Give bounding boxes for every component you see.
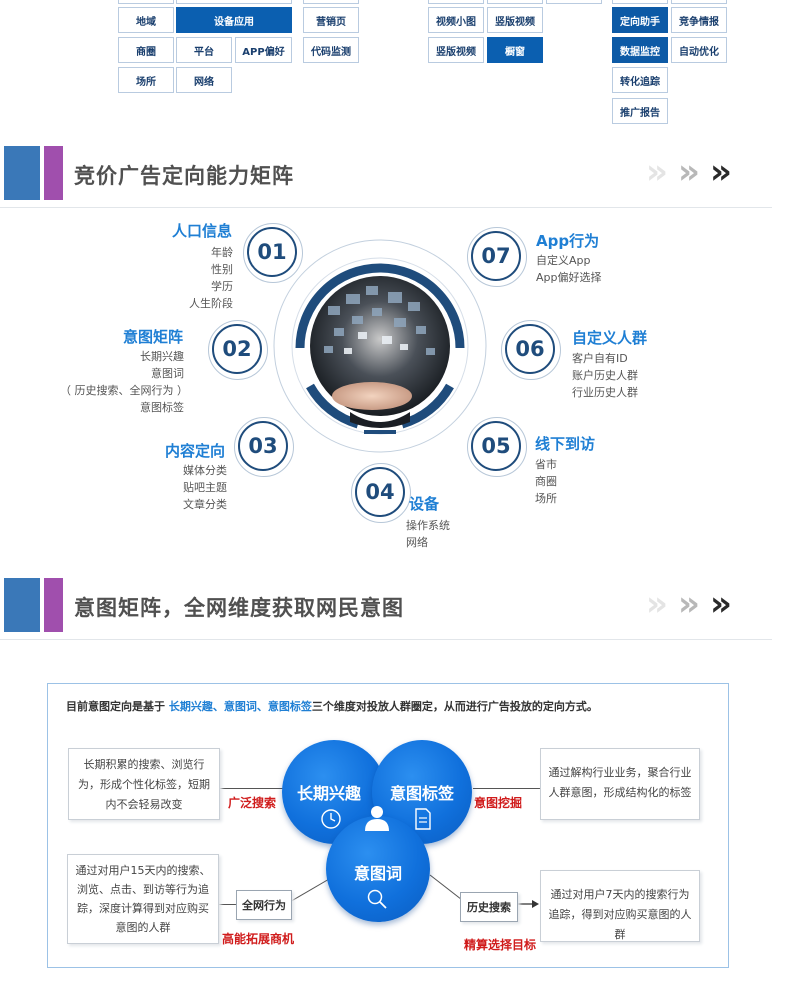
desc-15-day-behavior: 通过对用户15天内的搜索、浏览、点击、到访等行为追踪，深度计算得到对应购买意图的…	[67, 854, 219, 944]
tag-code-monitor[interactable]: 代码监测	[303, 37, 359, 63]
chevron-right-icon: »	[646, 152, 668, 192]
desc-7-day-search: 通过对用户7天内的搜索行为追踪，得到对应购买意图的人群	[540, 870, 700, 942]
label-precise-targeting: 精算选择目标	[464, 938, 537, 952]
label-broad-search: 广泛搜索	[228, 796, 277, 810]
capability-items-intent-matrix: 长期兴趣意图词 （ 历史搜索、全网行为 ）意图标签	[60, 350, 188, 414]
tag-region[interactable]: 地域	[118, 7, 174, 33]
box-history-search: 历史搜索	[460, 892, 518, 922]
header-bar-blue	[4, 578, 40, 632]
tag-venue[interactable]: 场所	[118, 67, 174, 93]
tag-vertical-video[interactable]: 竖版视频	[487, 7, 543, 33]
capability-number: 07	[467, 227, 527, 287]
section-title: 意图矩阵，全网维度获取网民意图	[74, 596, 404, 620]
box-web-behavior: 全网行为	[236, 890, 292, 920]
section-title: 竞价广告定向能力矩阵	[74, 164, 294, 188]
capability-title-app-behavior: App行为	[536, 232, 600, 250]
header-bar-blue	[4, 146, 40, 200]
capability-items-content: 媒体分类贴吧主题 文章分类	[183, 464, 227, 511]
tag-targeting-assistant[interactable]: 定向助手	[612, 7, 668, 33]
capability-items-demographics: 年龄性别 学历人生阶段	[189, 246, 233, 310]
chevron-right-icon: »	[710, 152, 732, 192]
tag-stub	[671, 0, 727, 4]
user-icon	[365, 806, 389, 831]
chevron-right-icon: »	[678, 152, 700, 192]
tag-device-app[interactable]: 设备应用	[176, 7, 292, 33]
connector-line	[473, 788, 541, 789]
capability-number: 05	[467, 417, 527, 477]
tag-competitive-intel[interactable]: 竞争情报	[671, 7, 727, 33]
tag-platform[interactable]: 平台	[176, 37, 232, 63]
capability-items-offline-visit: 省市商圈 场所	[535, 458, 557, 505]
desc-long-term-interest: 长期积累的搜索、浏览行为，形成个性化标签，短期内不会轻易改变	[68, 748, 220, 820]
tag-network[interactable]: 网络	[176, 67, 232, 93]
section-header-intent: 意图矩阵，全网维度获取网民意图 » » »	[0, 578, 772, 640]
intent-intro: 目前意图定向是基于 长期兴趣、意图词、意图标签三个维度对投放人群圈定，从而进行广…	[66, 700, 598, 713]
capability-number: 06	[501, 320, 561, 380]
capability-title-intent-matrix: 意图矩阵	[123, 328, 184, 346]
connector-line	[219, 904, 236, 905]
label-intent-mining: 意图挖掘	[474, 796, 523, 810]
connector-line	[220, 788, 286, 789]
capability-number: 01	[243, 223, 303, 283]
circle-label-word: 意图词	[354, 864, 403, 883]
capability-title-custom-audience: 自定义人群	[572, 329, 648, 347]
section-header-capability: 竞价广告定向能力矩阵 » » »	[0, 146, 772, 208]
tag-stub	[303, 0, 359, 4]
tag-promo-report[interactable]: 推广报告	[612, 98, 668, 124]
label-expand-opportunity: 高能拓展商机	[222, 932, 295, 946]
tag-stub	[612, 0, 668, 4]
chevron-right-icon: »	[710, 584, 732, 624]
capability-number: 03	[234, 417, 294, 477]
tag-stub	[428, 0, 484, 4]
capability-title-device: 设备	[409, 495, 440, 513]
chevron-right-icon: »	[678, 584, 700, 624]
header-bar-purple	[44, 146, 63, 200]
tag-stub	[176, 0, 292, 4]
capability-title-demographics: 人口信息	[172, 222, 233, 240]
capability-items-device: 操作系统网络	[406, 519, 450, 549]
tag-conversion-tracking[interactable]: 转化追踪	[612, 67, 668, 93]
tag-app-preference[interactable]: APP偏好	[235, 37, 292, 63]
tag-business-circle[interactable]: 商圈	[118, 37, 174, 63]
capability-number: 04	[351, 463, 411, 523]
tag-stub	[487, 0, 543, 4]
clock-icon	[321, 809, 341, 829]
chevron-right-icon: »	[646, 584, 668, 624]
tag-showcase[interactable]: 橱窗	[487, 37, 543, 63]
circle-label-long-term: 长期兴趣	[297, 784, 362, 803]
desc-intent-tag: 通过解构行业业务，聚合行业人群意图，形成结构化的标签	[540, 748, 700, 820]
arrow-right-icon	[518, 900, 539, 908]
search-icon	[367, 889, 387, 909]
tag-stub	[546, 0, 602, 4]
tag-data-monitor[interactable]: 数据监控	[612, 37, 668, 63]
tag-vertical-video-2[interactable]: 竖版视频	[428, 37, 484, 63]
tag-video-thumb[interactable]: 视频小图	[428, 7, 484, 33]
tag-landing-page[interactable]: 营销页	[303, 7, 359, 33]
tag-auto-optimize[interactable]: 自动优化	[671, 37, 727, 63]
circle-label-tag: 意图标签	[390, 784, 455, 803]
header-bar-purple	[44, 578, 63, 632]
capability-title-content: 内容定向	[165, 442, 226, 460]
capability-title-offline-visit: 线下到访	[535, 435, 596, 453]
capability-number: 02	[208, 320, 268, 380]
capability-ring	[273, 239, 487, 453]
intent-diagram: 目前意图定向是基于 长期兴趣、意图词、意图标签三个维度对投放人群圈定，从而进行广…	[47, 683, 729, 968]
circle-intent-word	[326, 816, 430, 922]
tag-stub	[118, 0, 174, 4]
document-icon	[415, 808, 431, 830]
